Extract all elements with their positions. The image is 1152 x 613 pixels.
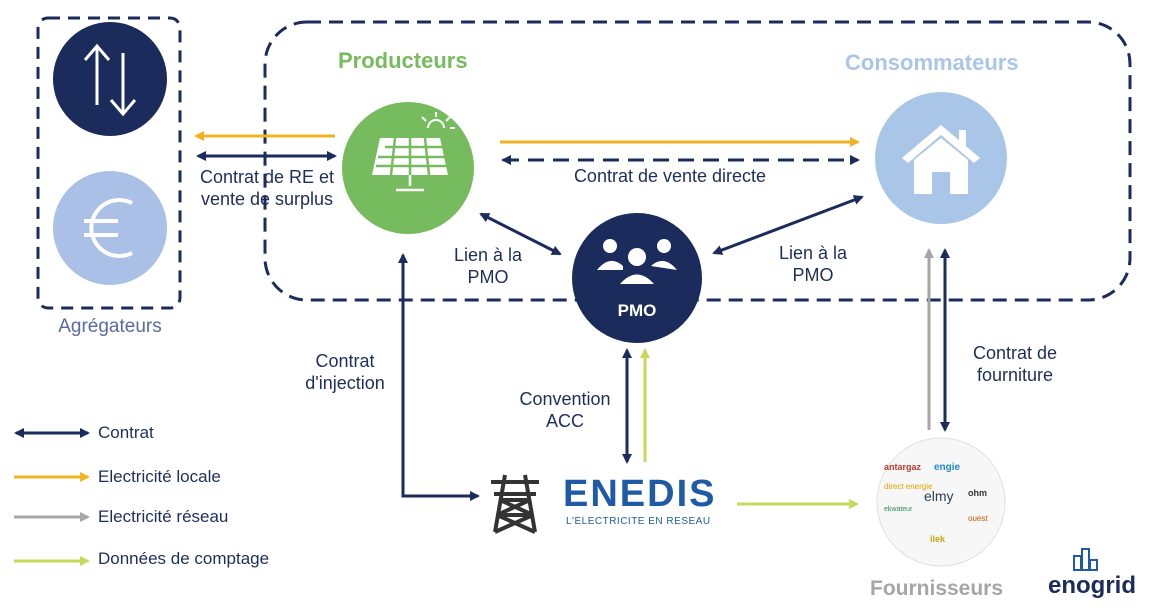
supply-contract-line2: fourniture (976, 365, 1054, 385)
direct-sale-label: Contrat de vente directe (573, 166, 767, 186)
supplier-logo-ouest: ouest (968, 514, 988, 523)
convention-label: Convention ACC (505, 388, 625, 432)
aggregators-box (36, 16, 182, 310)
aggregators-label: Agrégateurs (58, 316, 162, 337)
injection-line2: d'injection (305, 373, 385, 393)
pmo-link-left-line2: PMO (467, 267, 509, 287)
enedis-tagline: L'ELECTRICITE EN RESEAU (566, 516, 711, 527)
pmo-label: PMO (617, 301, 657, 320)
supplier-logo-engie: engie (934, 462, 961, 473)
legend-contract-label: Contrat (98, 423, 154, 442)
supplier-logo-antargaz: antargaz (884, 462, 922, 472)
trade-node (53, 22, 167, 136)
supplier-logo-ohm: ohm (968, 488, 987, 498)
consumers-heading: Consommateurs (845, 50, 1019, 75)
producer-pmo-arrow (479, 212, 562, 256)
legend-grid-label: Electricité réseau (98, 507, 229, 526)
enedis-logo: ENEDIS (563, 473, 717, 515)
pmo-link-right-line1: Lien à la (778, 243, 848, 263)
supplier-logos: antargaz engie direct energie elmy ekwat… (882, 452, 1000, 554)
producers-heading: Producteurs (338, 48, 468, 73)
supplier-logo-elmy: elmy (924, 488, 954, 504)
contract-re-line1: Contrat de RE et (199, 167, 335, 187)
legend-local-label: Electricité locale (98, 467, 221, 486)
contract-re-line2: vente de surplus (200, 189, 334, 209)
injection-label: Contrat d'injection (290, 350, 400, 394)
supplier-logo-ilek: ilek (930, 534, 946, 544)
supplier-logo-direct-energie: direct energie (884, 482, 933, 491)
house-icon (902, 125, 980, 194)
injection-contract-arrow (398, 253, 480, 501)
suppliers-label: Fournisseurs (870, 577, 1004, 600)
convention-line2: ACC (545, 411, 584, 431)
pmo-link-right-line2: PMO (792, 265, 834, 285)
enogrid-logo: enogrid (1048, 572, 1136, 599)
suppliers-node (876, 437, 1006, 567)
euro-icon (84, 198, 133, 258)
contract-re-label: Contrat de RE et vente de surplus (186, 166, 348, 210)
euro-node (53, 171, 167, 285)
injection-line1: Contrat (315, 351, 375, 371)
pmo-link-right-label: Lien à la PMO (763, 242, 863, 286)
pmo-link-left-line1: Lien à la (453, 245, 523, 265)
supply-contract-label: Contrat de fourniture (958, 342, 1072, 386)
legend-metering-label: Données de comptage (98, 549, 270, 568)
convention-line1: Convention (519, 389, 611, 409)
pmo-link-left-label: Lien à la PMO (438, 244, 538, 288)
solar-panel-icon (372, 112, 455, 192)
supplier-logo-ekwateur: ekwateur (884, 506, 913, 513)
enogrid-buildings-icon (1073, 548, 1098, 571)
group-icon (597, 239, 677, 284)
pylon-icon (491, 474, 539, 534)
consumer-pmo-arrow (712, 195, 864, 255)
supply-contract-line1: Contrat de (972, 343, 1058, 363)
up-down-arrows-icon (83, 43, 137, 117)
